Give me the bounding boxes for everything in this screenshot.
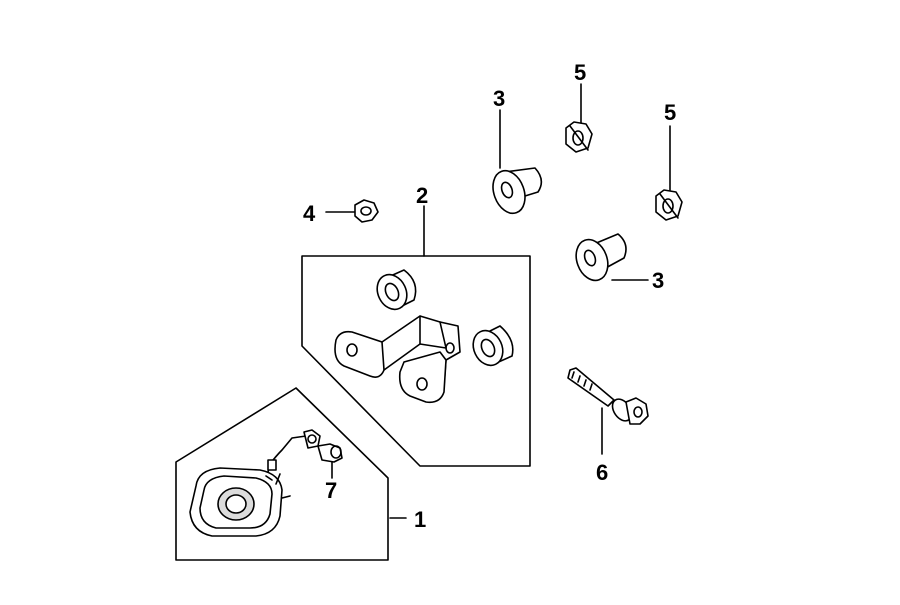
callout-4-label: 4: [303, 201, 316, 226]
flange-bolt-icon: [567, 367, 649, 455]
nut-4-icon: [325, 199, 379, 223]
nut-right-icon: [655, 125, 683, 221]
taillight-frame: [175, 387, 389, 561]
grommet-left-icon: [376, 269, 417, 311]
callout-6-label: 6: [596, 460, 608, 485]
callout-5-right-label: 5: [664, 100, 676, 125]
taillight-icon: [189, 467, 291, 537]
bulb-icon: [317, 443, 343, 479]
wire-harness-icon: [267, 429, 321, 473]
callout-1-label: 1: [414, 507, 426, 532]
bracket-kit-frame: [301, 255, 531, 467]
callout-3-upper-label: 3: [493, 86, 505, 111]
bushing-upper-icon: [492, 109, 543, 215]
callout-7-label: 7: [325, 478, 337, 503]
nut-top-icon: [565, 83, 593, 153]
callout-3-lower-label: 3: [652, 268, 664, 293]
callout-2-label: 2: [416, 183, 428, 208]
callout-5-top-label: 5: [574, 60, 586, 85]
grommet-right-icon: [472, 325, 514, 367]
bushing-lower-icon: [575, 233, 649, 282]
u-bracket-icon: [334, 315, 461, 404]
